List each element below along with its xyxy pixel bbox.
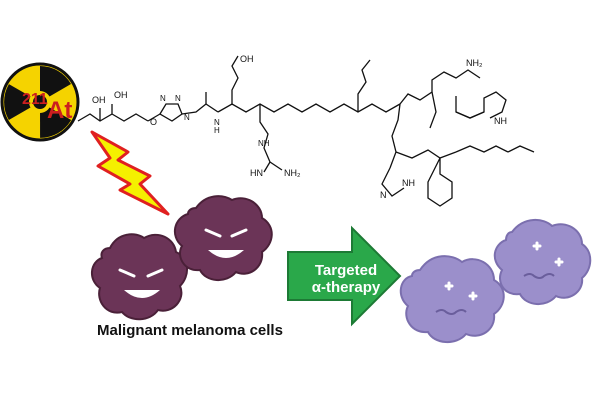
triazole-n1: N [160,94,166,103]
arrow-label-line1: Targeted [314,262,378,279]
linker-ether-o: O [150,117,157,127]
radiation-hazard-icon [0,62,80,142]
lightning-bolt-icon [90,130,170,216]
his-n: N [380,190,387,200]
therapy-arrow [287,225,402,327]
treated-cell-left [399,255,505,343]
glu-acid-oh: OH [240,54,254,64]
badge-mass-number: 211 [22,91,48,108]
linker-structure [77,92,219,122]
malignant-cell-left [91,233,188,321]
amide-n: N [214,118,220,127]
arg-guanidino-hn: HN [250,168,263,178]
arrow-label: Targeted α-therapy [292,262,400,296]
triazole-n2: N [175,94,181,103]
malignant-cell-right [173,195,273,281]
amide-h: H [214,126,220,135]
arg-nh: NH [258,139,270,148]
his-nh: NH [402,178,415,188]
lys-amide-nh2: NH₂ [466,58,483,68]
treated-cell-right [493,219,592,305]
linker-oh-right: OH [114,90,128,100]
badge-element-symbol: At [47,97,72,124]
arrow-label-line2: α-therapy [311,279,381,296]
cells-caption: Malignant melanoma cells [97,322,283,339]
arg-guanidino-nh2: NH₂ [284,168,301,178]
trp-nh: NH [494,116,507,126]
linker-oh-left: OH [92,95,106,105]
triazole-n3: N [184,113,190,122]
peptide-structure [217,55,535,207]
